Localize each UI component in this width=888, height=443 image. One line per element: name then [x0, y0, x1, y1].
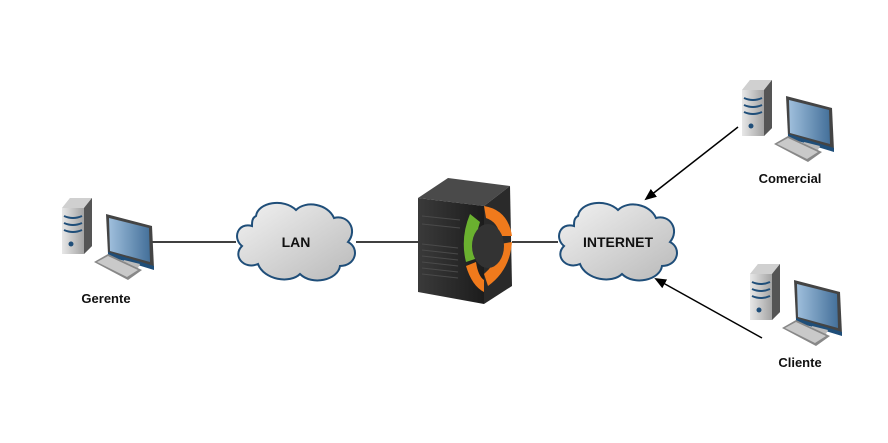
- cliente-label: Cliente: [778, 355, 822, 370]
- internet-cloud-icon[interactable]: [558, 201, 678, 282]
- comercial-computer-icon[interactable]: [741, 79, 835, 163]
- comercial-label: Comercial: [758, 171, 822, 186]
- edge-cliente-internet: [654, 278, 763, 339]
- lan-label: LAN: [281, 234, 311, 250]
- cliente-computer-icon[interactable]: [749, 263, 843, 347]
- server-icon[interactable]: [418, 178, 512, 304]
- internet-label: INTERNET: [583, 234, 653, 250]
- gerente-computer-icon[interactable]: [61, 197, 155, 281]
- gerente-label: Gerente: [81, 291, 131, 306]
- lan-cloud-icon[interactable]: [236, 201, 356, 282]
- edge-comercial-internet: [644, 126, 739, 201]
